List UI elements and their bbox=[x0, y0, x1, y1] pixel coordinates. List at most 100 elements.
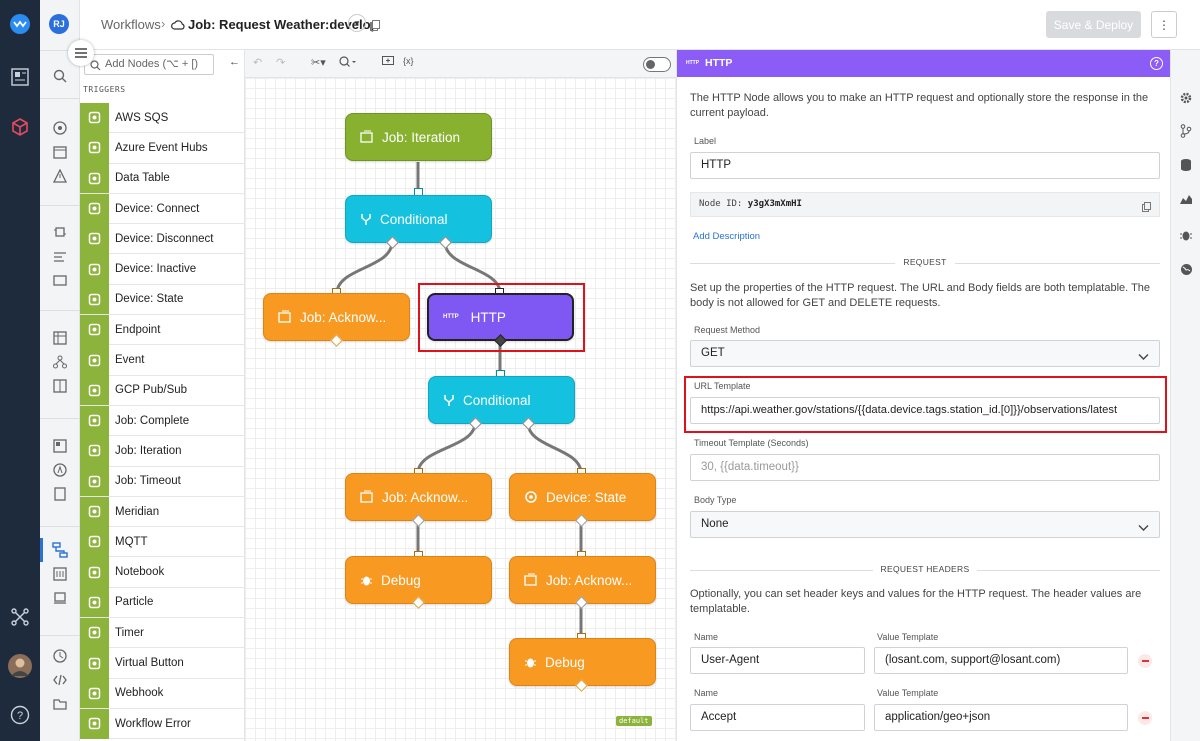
folder-icon[interactable] bbox=[50, 694, 70, 714]
node-label: Conditional bbox=[380, 211, 448, 227]
node-debug-1[interactable]: Debug bbox=[345, 556, 492, 604]
palette-node-item[interactable]: Virtual Button bbox=[80, 648, 245, 679]
palette-node-item[interactable]: Job: Timeout bbox=[80, 466, 245, 497]
data-icon[interactable] bbox=[50, 270, 70, 290]
palette-node-item[interactable]: Azure Event Hubs bbox=[80, 132, 245, 164]
storage-icon[interactable] bbox=[1178, 157, 1194, 173]
remove-header-button[interactable] bbox=[1138, 711, 1152, 725]
user-avatar[interactable] bbox=[8, 654, 32, 678]
version-dropdown-button[interactable]: ▼ bbox=[348, 14, 366, 32]
node-job-iteration[interactable]: Job: Iteration bbox=[345, 113, 492, 161]
experience-icon[interactable] bbox=[50, 460, 70, 480]
notebooks-icon[interactable] bbox=[50, 484, 70, 504]
more-options-button[interactable]: ⋮ bbox=[1151, 11, 1177, 38]
palette-node-item[interactable]: MQTT bbox=[80, 526, 245, 558]
redo-icon[interactable]: ↷ bbox=[276, 57, 286, 69]
copy-icon[interactable] bbox=[370, 18, 380, 36]
palette-node-item[interactable]: Device: Connect bbox=[80, 193, 245, 225]
label-input[interactable]: HTTP bbox=[690, 152, 1160, 179]
palette-node-item[interactable]: Device: Disconnect bbox=[80, 223, 245, 255]
code-icon[interactable] bbox=[50, 670, 70, 690]
palette-node-item[interactable]: Workflow Error bbox=[80, 708, 245, 740]
zoom-icon[interactable] bbox=[339, 56, 357, 71]
breadcrumb-workflows[interactable]: Workflows bbox=[101, 17, 161, 32]
application-avatar[interactable]: RJ bbox=[49, 14, 69, 34]
help-icon[interactable]: ? bbox=[1150, 57, 1163, 70]
node-job-acknowledge-1[interactable]: Job: Acknow... bbox=[263, 293, 410, 341]
help-icon[interactable]: ? bbox=[8, 703, 32, 727]
application-cube-icon[interactable] bbox=[8, 115, 32, 139]
header-name-input[interactable]: Accept bbox=[690, 704, 865, 731]
network-icon[interactable] bbox=[50, 352, 70, 372]
copy-icon[interactable] bbox=[1142, 199, 1151, 222]
palette-node-item[interactable]: AWS SQS bbox=[80, 102, 245, 134]
header-value-input[interactable]: (losant.com, support@losant.com) bbox=[874, 647, 1128, 674]
particle-icon bbox=[80, 587, 109, 618]
header-name-input[interactable]: User-Agent bbox=[690, 647, 865, 674]
palette-node-item[interactable]: Webhook bbox=[80, 678, 245, 709]
device-icon[interactable] bbox=[50, 222, 70, 242]
url-template-input[interactable]: https://api.weather.gov/stations/{{data.… bbox=[690, 397, 1160, 424]
dashboard-icon[interactable] bbox=[8, 65, 32, 89]
node-conditional-2[interactable]: Conditional bbox=[428, 376, 575, 424]
globe-icon[interactable] bbox=[1178, 261, 1194, 277]
palette-node-item[interactable]: Meridian bbox=[80, 496, 245, 528]
palette-node-item[interactable]: Endpoint bbox=[80, 314, 245, 346]
palette-node-item[interactable]: Data Table bbox=[80, 163, 245, 194]
palette-node-item[interactable]: Device: Inactive bbox=[80, 254, 245, 285]
settings-gear-icon[interactable] bbox=[1178, 90, 1194, 106]
add-nodes-search-input[interactable]: Add Nodes (⌥ + [) bbox=[84, 54, 214, 75]
variables-icon[interactable]: {x} bbox=[403, 56, 414, 66]
palette-node-label: Data Table bbox=[115, 172, 170, 185]
overview-icon[interactable] bbox=[50, 118, 70, 138]
stats-chart-icon[interactable] bbox=[1178, 191, 1194, 207]
request-method-select[interactable]: GET bbox=[690, 340, 1160, 367]
files-icon[interactable] bbox=[50, 376, 70, 396]
cut-icon[interactable]: ✂▾ bbox=[311, 57, 326, 69]
body-type-select[interactable]: None bbox=[690, 511, 1160, 538]
device-icon bbox=[80, 254, 109, 285]
back-arrow-icon[interactable]: ← bbox=[229, 56, 240, 68]
table-icon[interactable] bbox=[50, 328, 70, 348]
debug-bug-icon[interactable] bbox=[1178, 227, 1194, 243]
palette-node-item[interactable]: Job: Complete bbox=[80, 405, 245, 437]
palette-node-item[interactable]: Timer bbox=[80, 617, 245, 649]
palette-node-item[interactable]: Particle bbox=[80, 587, 245, 619]
palette-node-item[interactable]: GCP Pub/Sub bbox=[80, 375, 245, 406]
save-deploy-button[interactable]: Save & Deploy bbox=[1046, 11, 1141, 38]
edge-compute-icon[interactable] bbox=[50, 564, 70, 584]
add-description-link[interactable]: Add Description bbox=[693, 231, 761, 242]
embedded-icon[interactable] bbox=[50, 588, 70, 608]
timeout-template-input[interactable]: 30, {{data.timeout}} bbox=[690, 454, 1160, 481]
palette-node-item[interactable]: Notebook bbox=[80, 557, 245, 588]
node-conditional-1[interactable]: Conditional bbox=[345, 195, 492, 243]
calendar-icon[interactable] bbox=[50, 142, 70, 162]
canvas-toggle[interactable] bbox=[643, 57, 671, 72]
integrations-icon[interactable] bbox=[8, 605, 32, 629]
losant-logo-icon[interactable] bbox=[8, 12, 32, 36]
node-device-state[interactable]: Device: State bbox=[509, 473, 656, 521]
recipe-icon[interactable] bbox=[50, 246, 70, 266]
resource-jobs-icon[interactable] bbox=[50, 646, 70, 666]
undo-icon[interactable]: ↶ bbox=[253, 57, 263, 69]
palette-node-item[interactable]: Event bbox=[80, 345, 245, 376]
dashboards-icon[interactable] bbox=[50, 436, 70, 456]
workflows-icon[interactable] bbox=[50, 540, 70, 560]
svg-text:?: ? bbox=[17, 710, 23, 722]
add-comment-icon[interactable] bbox=[382, 56, 394, 70]
node-debug-2[interactable]: Debug bbox=[509, 638, 656, 686]
version-branch-icon[interactable] bbox=[1178, 123, 1194, 139]
search-icon[interactable] bbox=[50, 66, 70, 86]
node-label: Job: Acknow... bbox=[300, 309, 387, 325]
palette-node-item[interactable]: Device: State bbox=[80, 284, 245, 316]
body-type-field-label: Body Type bbox=[694, 495, 737, 505]
header-value-input[interactable]: application/geo+json bbox=[874, 704, 1128, 731]
workflow-canvas[interactable]: Job: Iteration Conditional Job: Acknow..… bbox=[245, 78, 676, 741]
http-icon: HTTP bbox=[443, 314, 459, 320]
node-job-acknowledge-3[interactable]: Job: Acknow... bbox=[509, 556, 656, 604]
menu-icon[interactable] bbox=[68, 40, 94, 66]
remove-header-button[interactable] bbox=[1138, 654, 1152, 668]
alert-icon[interactable] bbox=[50, 166, 70, 186]
node-job-acknowledge-2[interactable]: Job: Acknow... bbox=[345, 473, 492, 521]
palette-node-item[interactable]: Job: Iteration bbox=[80, 435, 245, 467]
